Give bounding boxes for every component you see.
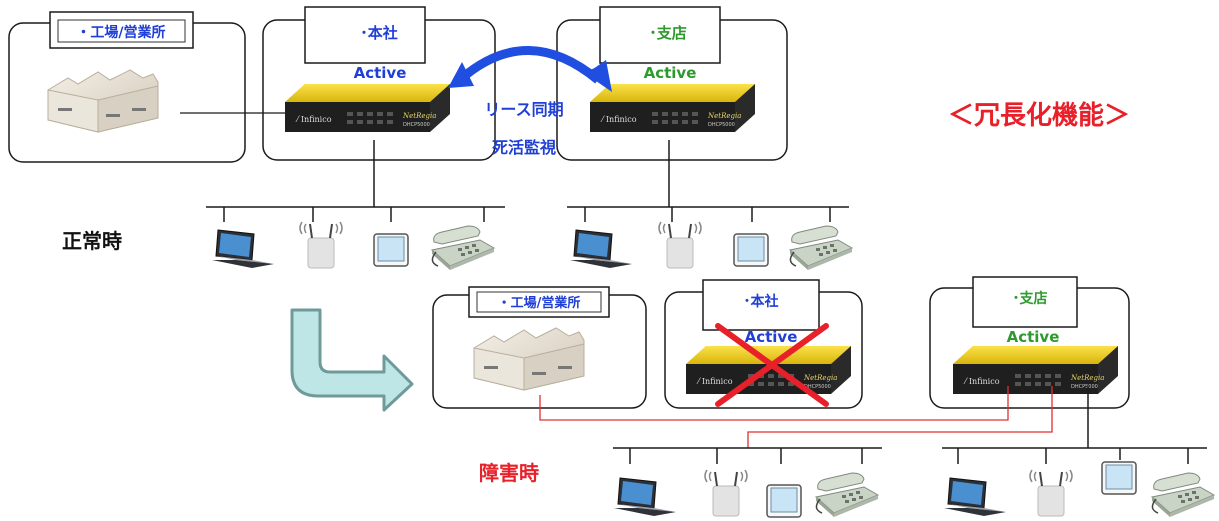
access-point-icon <box>658 221 702 269</box>
failure-branch-appliance-icon <box>953 346 1118 394</box>
branch-label: ･支店 <box>649 24 687 42</box>
tablet-icon <box>766 484 802 518</box>
normal-state-label: 正常時 <box>62 229 122 253</box>
access-point-icon <box>299 221 343 269</box>
branch-appliance-icon <box>590 84 755 132</box>
failure-state: ・工場/営業所 ･本社 Active ･支店 Active 障害時 <box>432 276 1215 518</box>
phone-icon <box>431 225 495 271</box>
factory-icon <box>473 327 585 391</box>
failure-branch-label: ･支店 <box>1013 290 1048 307</box>
branch-label-box <box>599 6 721 64</box>
sync-label-line1: リース同期 <box>484 100 563 119</box>
failure-hq-status: Active <box>745 328 798 346</box>
hq-status: Active <box>354 64 407 82</box>
branch-lan <box>567 140 849 222</box>
branch-status: Active <box>644 64 697 82</box>
hq-lan <box>206 140 505 222</box>
sync-label-line2: 死活監視 <box>492 138 556 157</box>
failure-branch-status: Active <box>1007 328 1060 346</box>
failure-factory-label: ・工場/営業所 <box>498 295 581 311</box>
transition-arrow <box>290 308 414 412</box>
failure-hq-label: ･本社 <box>744 293 779 310</box>
failure-lan-left <box>613 447 882 464</box>
feature-title: ＜冗長化機能＞ <box>948 100 1130 131</box>
failure-lan-right <box>942 386 1207 464</box>
laptop-icon <box>569 229 633 269</box>
failure-cross-icon <box>715 323 829 407</box>
laptop-icon <box>211 229 275 269</box>
access-point-icon <box>1029 469 1073 517</box>
tablet-icon <box>733 233 769 267</box>
factory-icon <box>47 69 159 133</box>
phone-icon <box>815 472 879 518</box>
hq-appliance-icon <box>285 84 450 132</box>
sync-arrow <box>448 46 612 92</box>
hq-label-box <box>304 6 426 64</box>
laptop-icon <box>943 477 1007 517</box>
phone-icon <box>789 225 853 271</box>
tablet-icon <box>1101 461 1137 495</box>
failover-routes <box>539 386 1053 448</box>
tablet-icon <box>373 233 409 267</box>
factory-label: ・工場/営業所 <box>76 24 165 41</box>
normal-state: ・工場/営業所 ･本社 Active ･支店 Active リース同期 死活監視… <box>8 6 1130 271</box>
laptop-icon <box>613 477 677 517</box>
access-point-icon <box>704 469 748 517</box>
failure-state-label: 障害時 <box>479 461 539 485</box>
phone-icon <box>1151 472 1215 518</box>
hq-label: ･本社 <box>360 24 398 42</box>
